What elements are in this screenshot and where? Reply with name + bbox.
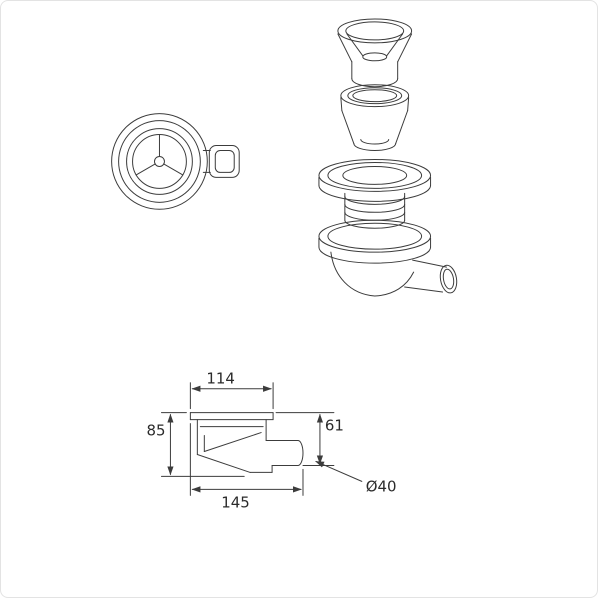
exploded-part-body bbox=[318, 219, 458, 297]
dimension-top-width: 114 bbox=[189, 370, 274, 410]
dimension-label-outlet-height: 61 bbox=[325, 417, 344, 435]
exploded-part-funnel bbox=[337, 18, 413, 88]
dimension-label-bottom-width: 145 bbox=[221, 493, 250, 511]
side-view-part bbox=[189, 412, 304, 473]
outlet-end-cap bbox=[297, 440, 304, 466]
dimension-overall-height: 85 bbox=[147, 412, 245, 477]
exploded-view-drawing bbox=[318, 18, 458, 297]
dimension-outlet-diameter: Ø40 bbox=[315, 460, 397, 495]
exploded-part-flange-threads bbox=[318, 158, 432, 229]
top-view-outlet bbox=[202, 145, 240, 178]
top-view-drawing bbox=[111, 113, 240, 210]
exploded-part-cup bbox=[340, 84, 410, 151]
dimension-label-outlet-diameter: Ø40 bbox=[366, 477, 397, 495]
dimension-label-top-width: 114 bbox=[206, 370, 235, 388]
dimension-bottom-width: 145 bbox=[189, 423, 304, 511]
side-view-dimension-drawing: 114 85 61 145 bbox=[147, 370, 397, 512]
center-hub bbox=[153, 155, 165, 167]
dimension-outlet-height: 61 bbox=[275, 412, 344, 466]
dimension-label-overall-height: 85 bbox=[147, 422, 166, 440]
